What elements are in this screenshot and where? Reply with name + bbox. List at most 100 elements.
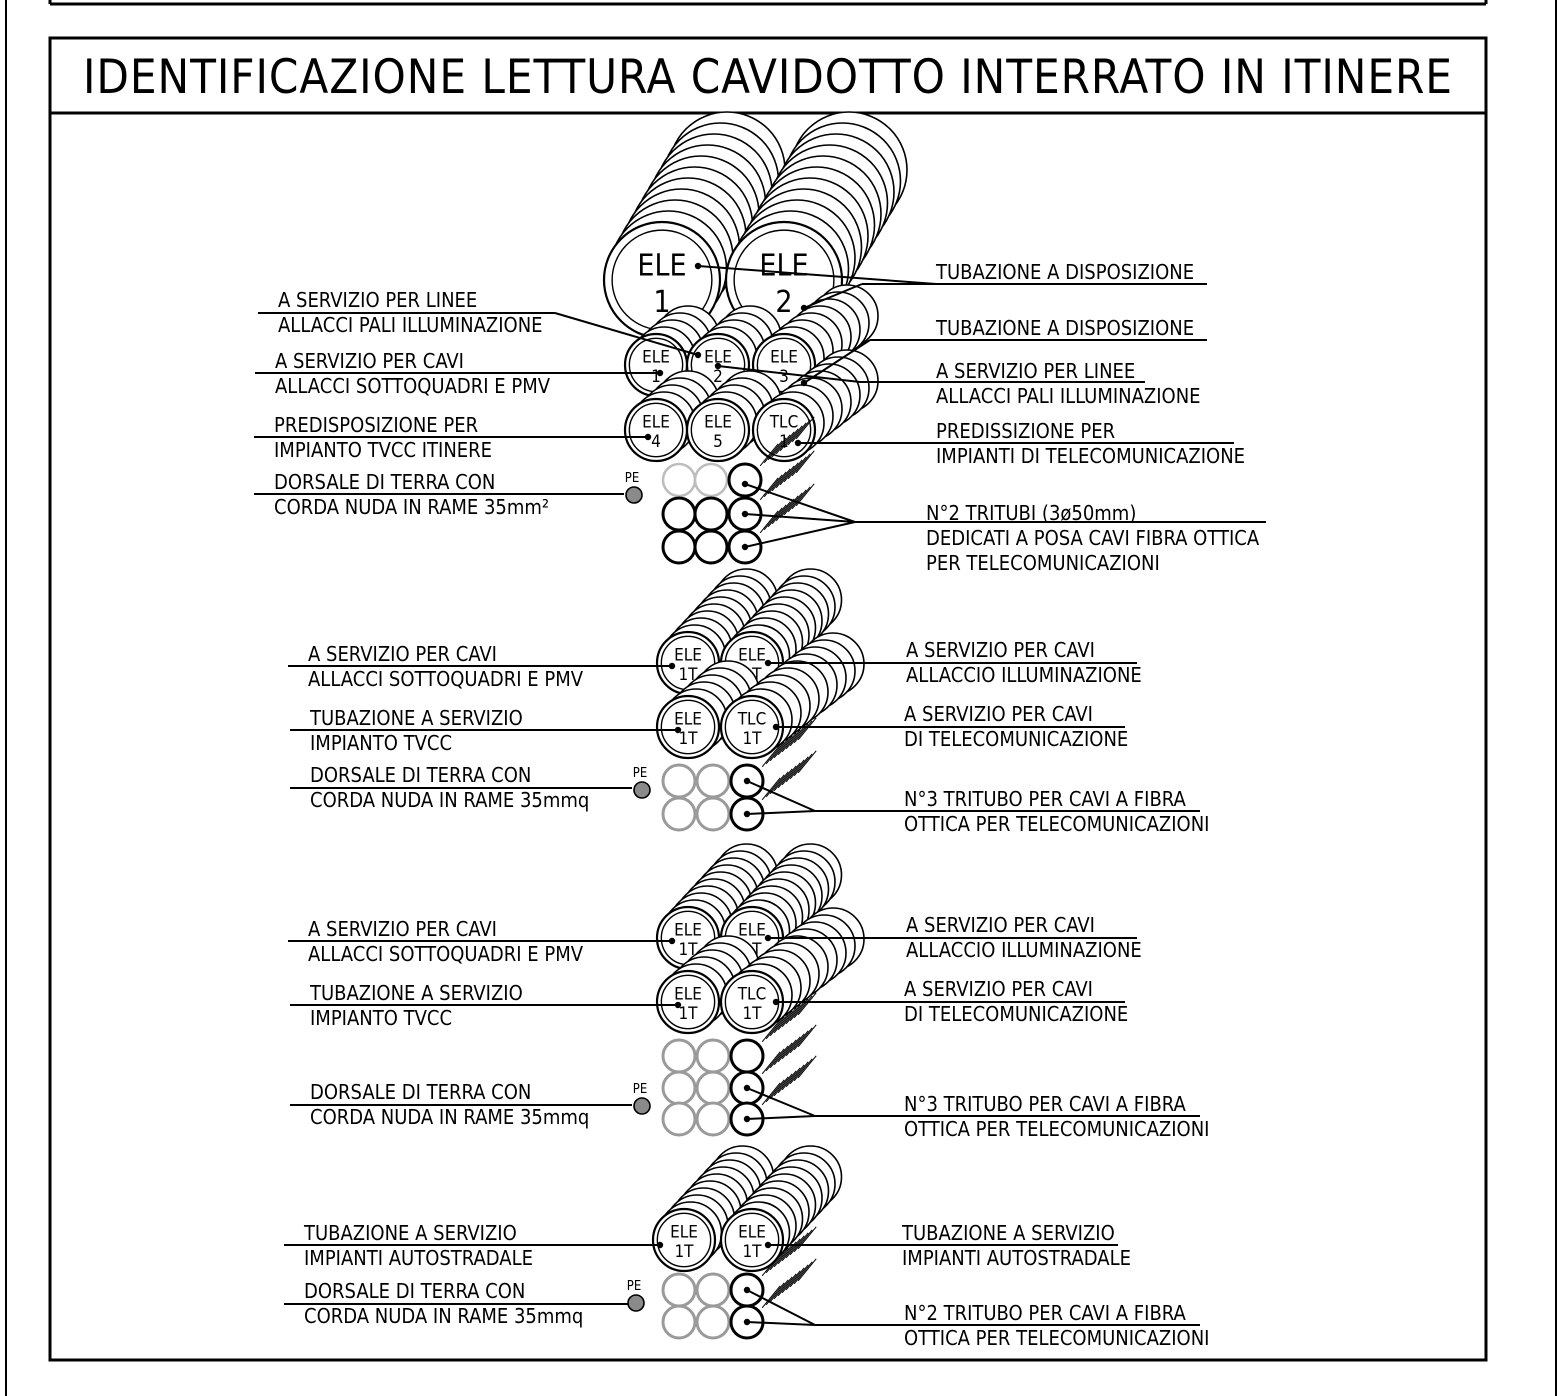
leader-dot [764, 1241, 772, 1249]
pe-label: PE [633, 1082, 647, 1097]
tritube-circle [661, 462, 697, 498]
tritube [695, 1038, 731, 1074]
tritube-hatch [785, 759, 805, 783]
label-line-2: IMPIANTI AUTOSTRADALE [304, 1246, 533, 1270]
tube-label: ELE [704, 413, 732, 433]
tritube-circle [695, 763, 731, 799]
leader-dot [668, 937, 676, 945]
tritube-circle [693, 529, 729, 565]
tritube-circle [661, 1304, 697, 1340]
leader-line [746, 1087, 816, 1117]
conduit-diagram: ELE1ELE2ELE1ELE2ELE3ELE4ELE5TLC1PEA SERV… [254, 111, 1266, 1350]
tritube-hatch [769, 1247, 789, 1271]
tube-label: ELE [642, 413, 670, 433]
tritube-hatch [773, 1276, 793, 1300]
tritube-hatch [761, 1285, 781, 1309]
tube-face [655, 694, 721, 760]
tritube-hatch [793, 1027, 813, 1051]
tritube-hatch [769, 1013, 789, 1037]
leader-dot [764, 659, 772, 667]
tube-label: ELE [770, 348, 798, 368]
leader-dot [800, 304, 808, 312]
tube-number: 1T [742, 729, 762, 749]
tube-number: 5 [713, 432, 723, 452]
label-line-1: TUBAZIONE A SERVIZIO [309, 706, 523, 730]
tritube-hatch [765, 1079, 785, 1103]
tritube-hatch [775, 465, 795, 489]
tritube-hatch [785, 1001, 805, 1025]
tritube-hatch [791, 419, 811, 443]
label-line-1: TUBAZIONE A DISPOSIZIONE [935, 260, 1194, 284]
leader-dot [741, 510, 749, 518]
tritube-hatch [789, 1264, 809, 1288]
tritube-hatch [765, 741, 785, 765]
tritube-hatch [797, 717, 817, 741]
tube-number: 1T [678, 1004, 698, 1024]
tritube [661, 1038, 697, 1074]
tritube [693, 462, 729, 498]
tritube [729, 992, 817, 1074]
tritube-circle [661, 1101, 697, 1137]
tube-number: 1T [742, 1242, 762, 1262]
label-line-2: ALLACCI PALI ILLUMINAZIONE [278, 313, 543, 337]
pe-ground-conductor [633, 781, 651, 799]
tritube [661, 1304, 697, 1340]
leader-line [746, 1115, 816, 1120]
leader-dot [674, 726, 682, 734]
tritube [695, 1304, 731, 1340]
tritube-circle [661, 496, 697, 532]
tritube [729, 1024, 817, 1106]
tritube-hatch [763, 440, 783, 464]
tritube [661, 763, 697, 799]
leader-dot [743, 1318, 751, 1326]
tritube-hatch [761, 1051, 781, 1075]
tritube-hatch [787, 489, 807, 513]
label-line-1: A SERVIZIO PER CAVI [906, 913, 1095, 937]
tritube-circle [693, 462, 729, 498]
pe-ground-conductor [627, 1294, 645, 1312]
tritube-hatch [781, 1270, 801, 1294]
tritube-hatch [793, 1058, 813, 1082]
tritube-circle [661, 763, 697, 799]
tritube-hatch [773, 1042, 793, 1066]
tube-number: 1T [678, 729, 698, 749]
tritube-hatch [777, 765, 797, 789]
tritube-hatch [785, 1235, 805, 1259]
tritube-hatch [785, 1064, 805, 1088]
tritube-circle [729, 1038, 765, 1074]
tritube [695, 1101, 731, 1137]
leader-line [744, 521, 856, 548]
label-line-2: IMPIANTO TVCC [310, 731, 452, 755]
tritube-hatch [769, 1279, 789, 1303]
tritube [727, 483, 815, 565]
tritube-hatch [789, 1030, 809, 1054]
tritube-hatch [787, 422, 807, 446]
tube-number: 3 [779, 367, 789, 387]
tritube-hatch [791, 486, 811, 510]
label-line-2: DI TELECOMUNICAZIONE [904, 1002, 1128, 1026]
tube-face [719, 1207, 785, 1273]
tritube-circle [727, 462, 763, 498]
leader-line [746, 810, 816, 815]
tube-face [651, 1207, 717, 1273]
label-line-2: ALLACCI PALI ILLUMINAZIONE [936, 384, 1201, 408]
tritube-hatch [771, 434, 791, 458]
tritube-circle [661, 529, 697, 565]
tube-number: 1 [653, 285, 670, 320]
tritube-circle [661, 1070, 697, 1106]
label-line-3: PER TELECOMUNICAZIONI [926, 551, 1160, 575]
tritube-hatch [785, 1033, 805, 1057]
leader-dot [743, 1286, 751, 1294]
tritube [693, 529, 729, 565]
label-line-2: DEDICATI A POSA CAVI FIBRA OTTICA [926, 526, 1260, 550]
tritube-hatch [789, 756, 809, 780]
leader-dot [644, 433, 652, 441]
label-line-1: A SERVIZIO PER CAVI [275, 349, 464, 373]
leader-line [746, 780, 816, 812]
tritube-circle [695, 1272, 731, 1308]
tritube-hatch [773, 735, 793, 759]
